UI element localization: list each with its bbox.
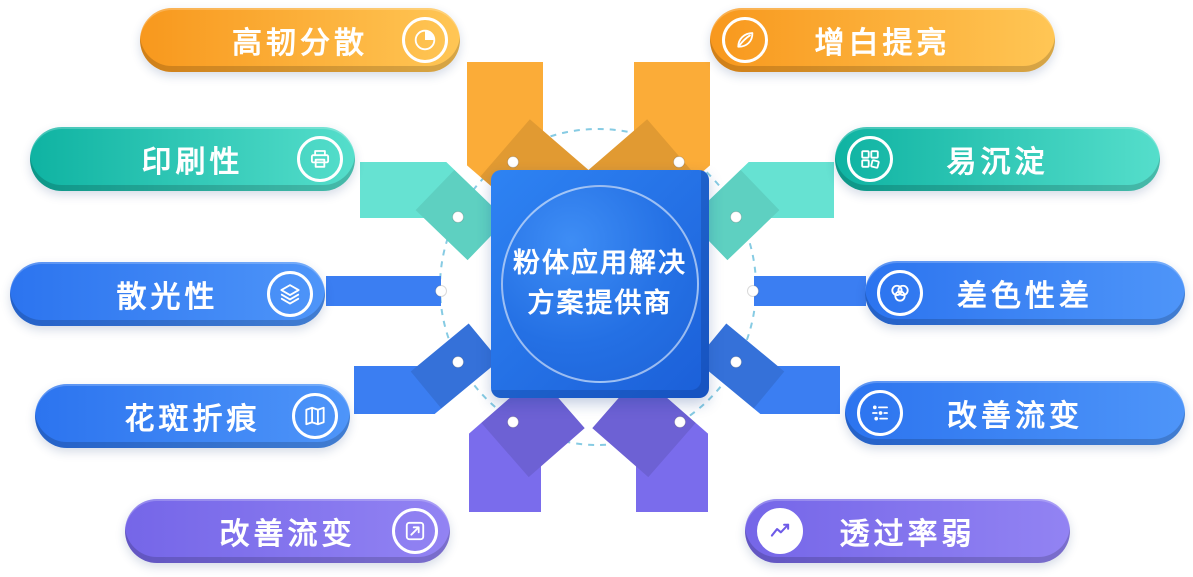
feature-pill-right-2: 易沉淀 (835, 127, 1160, 191)
center-title-line1: 粉体应用解决 (513, 247, 687, 279)
feature-pill-label: 改善流变 (947, 399, 1083, 434)
center-circle: 粉体应用解决 方案提供商 (501, 185, 699, 383)
feature-pill-label: 印刷性 (141, 145, 244, 180)
connector-blue-low-left (354, 323, 500, 414)
line-chart-icon (757, 508, 803, 554)
feature-pill-label: 改善流变 (219, 517, 356, 552)
feature-pill-label: 差色性差 (957, 279, 1093, 314)
puzzle-icon (847, 136, 893, 182)
feature-pill-label: 花斑折痕 (124, 402, 261, 437)
feature-pill-label: 高韧分散 (232, 26, 368, 61)
color-circles-icon (877, 270, 923, 316)
node-dots (435, 156, 759, 428)
leaf-icon (722, 17, 768, 63)
feature-pill-label: 增白提亮 (814, 26, 951, 61)
feature-pill-left-3: 散光性 (10, 262, 325, 326)
feature-pill-right-4: 改善流变 (845, 381, 1185, 445)
feature-pill-right-5: 透过率弱 (745, 499, 1070, 563)
connector-purple-left (469, 373, 585, 512)
connector-purple-right (592, 373, 708, 512)
layers-icon (267, 271, 313, 317)
feature-pill-right-1: 增白提亮 (710, 8, 1055, 72)
print-icon (297, 136, 343, 182)
connector-teal-left (360, 162, 507, 261)
feature-pill-label: 易沉淀 (946, 145, 1049, 180)
flow-adjust-icon (857, 390, 903, 436)
feature-pill-label: 散光性 (116, 280, 219, 315)
center-title-line2: 方案提供商 (527, 288, 673, 319)
feature-pill-right-3: 差色性差 (865, 261, 1185, 325)
connector-blue-low-right (695, 323, 840, 414)
map-icon (292, 393, 338, 439)
center-box: 粉体应用解决 方案提供商 (491, 170, 709, 398)
feature-pill-left-5: 改善流变 (125, 499, 450, 563)
feature-pill-label: 透过率弱 (839, 517, 976, 552)
connector-teal-right (688, 162, 834, 261)
trend-box-icon (392, 508, 438, 554)
feature-pill-left-4: 花斑折痕 (35, 384, 350, 448)
pie-chart-icon (402, 17, 448, 63)
feature-pill-left-2: 印刷性 (30, 127, 355, 191)
feature-pill-left-1: 高韧分散 (140, 8, 460, 72)
